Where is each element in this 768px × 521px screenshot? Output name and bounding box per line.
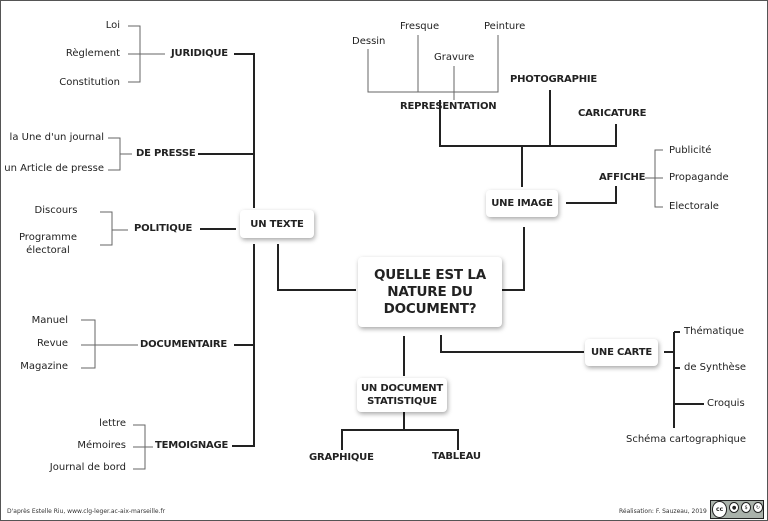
node-stat-line-1: UN DOCUMENT bbox=[360, 383, 443, 394]
cat-photographie: PHOTOGRAPHIE bbox=[510, 74, 598, 85]
node-une-image-label: UNE IMAGE bbox=[491, 198, 553, 209]
line-texte-lower bbox=[232, 244, 255, 447]
leaf-thematique: Thématique bbox=[684, 326, 745, 337]
node-une-carte[interactable]: UNE CARTE bbox=[585, 339, 658, 366]
line-carte-branch bbox=[664, 331, 704, 428]
bracket-juridique bbox=[128, 25, 165, 83]
leaf-lettre: lettre bbox=[99, 418, 126, 429]
line-stat bbox=[341, 336, 459, 450]
leaf-article-presse: un Article de presse bbox=[4, 163, 104, 174]
cc-nc-icon: $ bbox=[741, 502, 752, 513]
leaf-synthese: de Synthèse bbox=[684, 362, 747, 373]
center-line-1: QUELLE EST LA bbox=[373, 266, 487, 283]
center-node[interactable]: QUELLE EST LA NATURE DU DOCUMENT? bbox=[358, 257, 502, 327]
center-line-2: NATURE DU bbox=[387, 283, 473, 300]
leaf-manuel: Manuel bbox=[31, 315, 68, 326]
leaf-loi: Loi bbox=[105, 20, 120, 31]
leaf-memoires: Mémoires bbox=[77, 440, 126, 451]
bracket-temoignage bbox=[133, 424, 153, 470]
node-une-carte-label: UNE CARTE bbox=[591, 347, 652, 358]
cat-representation: REPRESENTATION bbox=[400, 101, 497, 112]
leaf-reglement: Règlement bbox=[65, 48, 120, 59]
center-line-3: DOCUMENT? bbox=[383, 300, 477, 317]
bracket-presse bbox=[108, 137, 132, 171]
cat-temoignage: TEMOIGNAGE bbox=[155, 440, 229, 451]
leaf-propagande: Propagande bbox=[669, 172, 729, 183]
leaf-schema: Schéma cartographique bbox=[626, 434, 747, 445]
node-un-texte[interactable]: UN TEXTE bbox=[240, 210, 314, 238]
leaf-croquis: Croquis bbox=[707, 398, 745, 409]
leaf-magazine: Magazine bbox=[20, 361, 68, 372]
line-carte bbox=[440, 335, 584, 353]
leaf-peinture: Peinture bbox=[484, 21, 526, 32]
leaf-constitution: Constitution bbox=[59, 77, 120, 88]
cat-juridique: JURIDIQUE bbox=[171, 48, 228, 59]
bracket-politique bbox=[100, 211, 128, 246]
leaf-discours: Discours bbox=[34, 205, 78, 216]
bracket-representation bbox=[367, 35, 499, 100]
bracket-documentaire bbox=[81, 319, 138, 369]
cat-tableau: TABLEAU bbox=[432, 451, 481, 462]
cat-affiche: AFFICHE bbox=[599, 172, 646, 183]
line-affiche bbox=[566, 186, 617, 204]
line-image-center bbox=[500, 227, 525, 291]
line-juridique bbox=[234, 53, 255, 208]
cat-documentaire: DOCUMENTAIRE bbox=[140, 339, 228, 350]
cat-graphique: GRAPHIQUE bbox=[309, 452, 374, 463]
leaf-revue: Revue bbox=[36, 338, 68, 349]
cat-caricature: CARICATURE bbox=[578, 108, 647, 119]
leaf-publicite: Publicité bbox=[669, 145, 712, 156]
leaf-programme: Programme bbox=[18, 232, 78, 243]
leaf-gravure: Gravure bbox=[434, 52, 475, 63]
line-texte-center bbox=[277, 244, 356, 291]
cc-license-badge[interactable]: cc ● $ ↻ bbox=[710, 500, 764, 519]
cat-politique: POLITIQUE bbox=[134, 223, 193, 234]
cc-by-icon: ● bbox=[729, 502, 740, 513]
leaf-electorale: Electorale bbox=[669, 201, 719, 212]
node-un-texte-label: UN TEXTE bbox=[250, 218, 304, 230]
leaf-fresque: Fresque bbox=[400, 21, 440, 32]
bracket-affiche bbox=[645, 149, 663, 208]
node-document-statistique[interactable]: UN DOCUMENT STATISTIQUE bbox=[357, 378, 447, 412]
leaf-dessin: Dessin bbox=[352, 36, 386, 47]
node-une-image[interactable]: UNE IMAGE bbox=[486, 190, 558, 217]
cc-logo-icon: cc bbox=[712, 501, 728, 518]
leaf-journal-bord: Journal de bord bbox=[49, 462, 126, 473]
credit-right: Réalisation: F. Sauzeau, 2019 bbox=[619, 508, 707, 515]
node-stat-line-2: STATISTIQUE bbox=[367, 396, 437, 407]
line-image-top bbox=[439, 90, 617, 187]
cc-sa-icon: ↻ bbox=[753, 502, 763, 513]
leaf-electoral: électoral bbox=[26, 245, 70, 256]
leaf-une-journal: la Une d'un journal bbox=[9, 132, 104, 143]
credit-left: D'après Estelle Riu, www.clg-leger.ac-ai… bbox=[7, 508, 166, 515]
cat-de-presse: DE PRESSE bbox=[136, 148, 196, 159]
